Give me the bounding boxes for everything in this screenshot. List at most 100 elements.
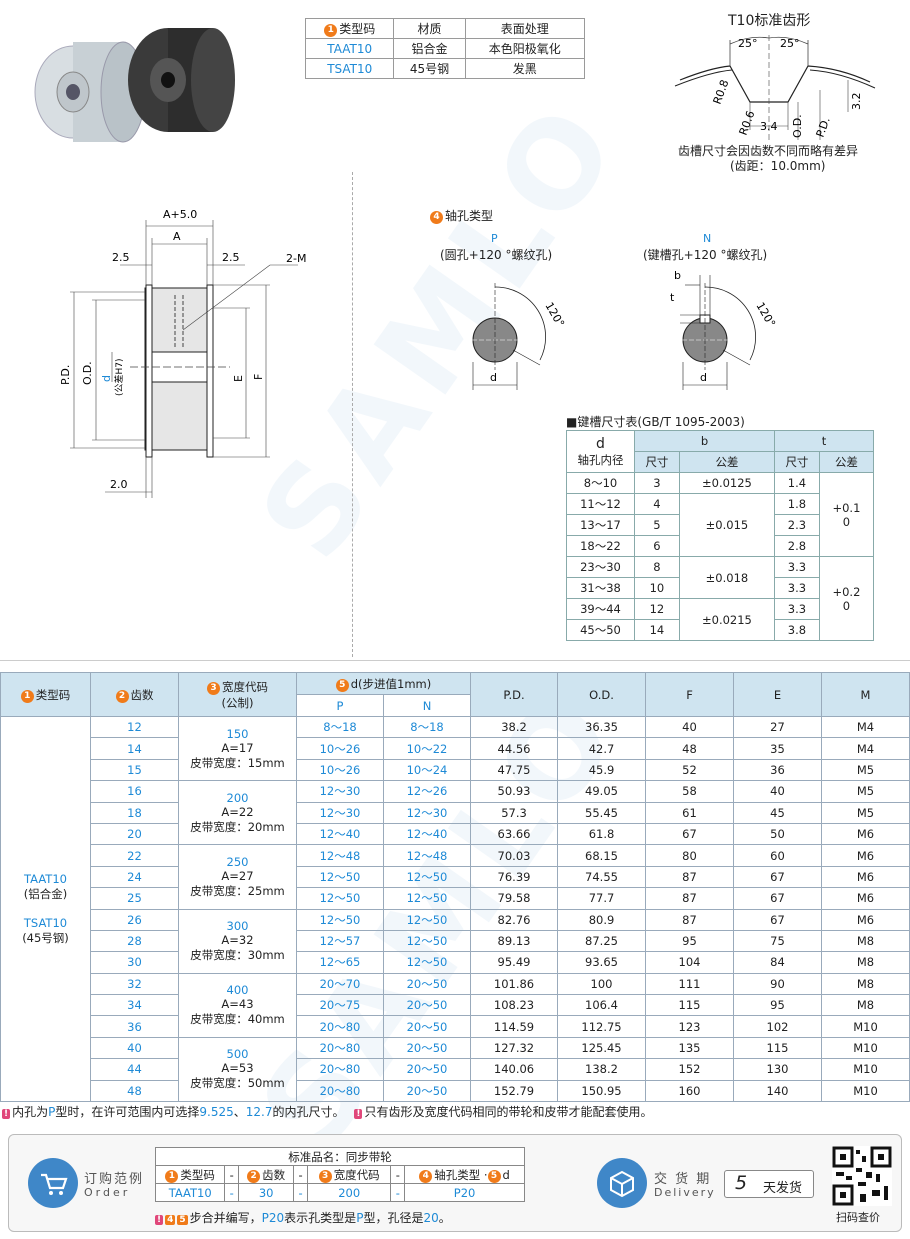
cell: 125.45 bbox=[557, 1036, 646, 1060]
cell: 12～30 bbox=[296, 801, 384, 824]
cell: 3 bbox=[634, 472, 680, 494]
cell: M8 bbox=[821, 951, 910, 974]
cell: 12 bbox=[634, 598, 680, 620]
cell: 40 bbox=[645, 715, 734, 739]
cell: 12～50 bbox=[296, 865, 384, 889]
cell: 20～80 bbox=[296, 1036, 384, 1060]
cell: 152.79 bbox=[470, 1079, 558, 1103]
cell: 20～80 bbox=[296, 1058, 384, 1081]
cell: 10～26 bbox=[296, 758, 384, 782]
order-h: - bbox=[390, 1165, 406, 1184]
cell: 14 bbox=[90, 737, 179, 760]
cell: M6 bbox=[821, 822, 910, 846]
key-subheader: 尺寸 bbox=[634, 451, 680, 473]
dim-label: P.D. bbox=[59, 365, 72, 385]
od-label: O.D. bbox=[791, 114, 804, 138]
hole-n-diagram: d b t 120° bbox=[670, 269, 778, 390]
cell: 8～18 bbox=[383, 715, 471, 739]
key-subheader: 公差 bbox=[818, 451, 875, 473]
dim-label: 2.5 bbox=[222, 251, 240, 264]
dim-label: A bbox=[173, 230, 181, 243]
order-v: TAAT10 bbox=[154, 1183, 226, 1202]
cell: 104 bbox=[645, 951, 734, 974]
qr-code-icon[interactable] bbox=[832, 1146, 892, 1206]
cell: 75 bbox=[733, 929, 822, 953]
angle-label: 120° bbox=[542, 300, 567, 329]
cell: 87 bbox=[645, 908, 734, 931]
dim-label: 2.0 bbox=[110, 478, 128, 491]
cell: 20～50 bbox=[383, 1015, 471, 1038]
cell: 50 bbox=[733, 822, 822, 846]
cell: ±0.015 bbox=[678, 493, 776, 557]
cell: 20～70 bbox=[296, 972, 384, 996]
hole-p-diagram: d 120° bbox=[465, 283, 567, 390]
cell: 67 bbox=[645, 822, 734, 846]
cell: 89.13 bbox=[470, 929, 558, 953]
cell: 58 bbox=[645, 780, 734, 803]
divider bbox=[352, 172, 353, 657]
cell: 8 bbox=[634, 556, 680, 578]
cell: 57.3 bbox=[470, 801, 558, 824]
header-material: 材质 bbox=[393, 18, 466, 39]
cell: 35 bbox=[733, 737, 822, 760]
cart-icon bbox=[28, 1158, 78, 1208]
cell: 15 bbox=[90, 758, 179, 782]
cell: 40 bbox=[90, 1036, 179, 1060]
angle-label: 25° bbox=[738, 37, 758, 50]
cell: 12～50 bbox=[296, 908, 384, 931]
t-label: t bbox=[670, 291, 675, 304]
header-m: M bbox=[821, 672, 910, 717]
order-v: P20 bbox=[404, 1183, 525, 1202]
cell: 10～24 bbox=[383, 758, 471, 782]
cell: 140.06 bbox=[470, 1058, 558, 1081]
key-subheader: 公差 bbox=[678, 451, 776, 473]
cell: 68.15 bbox=[557, 844, 646, 867]
order-v: - bbox=[390, 1183, 406, 1202]
cell: 22 bbox=[90, 844, 179, 867]
cell: 36 bbox=[90, 1015, 179, 1038]
cell: 12～50 bbox=[383, 908, 471, 931]
cell: 13～17 bbox=[566, 514, 635, 536]
cell: 61 bbox=[645, 801, 734, 824]
cell: 123 bbox=[645, 1015, 734, 1038]
cell: 12～40 bbox=[296, 822, 384, 846]
cell: 111 bbox=[645, 972, 734, 996]
cell: 12～65 bbox=[296, 951, 384, 974]
cell: 32 bbox=[90, 972, 179, 996]
cell: 3.3 bbox=[774, 556, 820, 578]
cell: 76.39 bbox=[470, 865, 558, 889]
hole-type-p-desc: (圆孔+120 °螺纹孔) bbox=[440, 248, 553, 262]
cell: 12～50 bbox=[383, 887, 471, 910]
cell: 80 bbox=[645, 844, 734, 867]
cell: 61.8 bbox=[557, 822, 646, 846]
cell: 3.3 bbox=[774, 577, 820, 599]
key-header-t: t bbox=[774, 430, 874, 452]
cell: ±0.018 bbox=[678, 556, 776, 599]
d-label: d bbox=[700, 371, 707, 384]
dim-label: 2.5 bbox=[112, 251, 130, 264]
cell: TAAT10 bbox=[304, 38, 395, 59]
cell: 48 bbox=[645, 737, 734, 760]
cell: 20～80 bbox=[296, 1079, 384, 1103]
cell: 27 bbox=[733, 715, 822, 739]
cell: 93.65 bbox=[557, 951, 646, 974]
cell: 52 bbox=[645, 758, 734, 782]
cell: 87 bbox=[645, 865, 734, 889]
cell: 18～22 bbox=[566, 535, 635, 557]
cell: M6 bbox=[821, 908, 910, 931]
hole-type-p: P bbox=[491, 232, 498, 245]
